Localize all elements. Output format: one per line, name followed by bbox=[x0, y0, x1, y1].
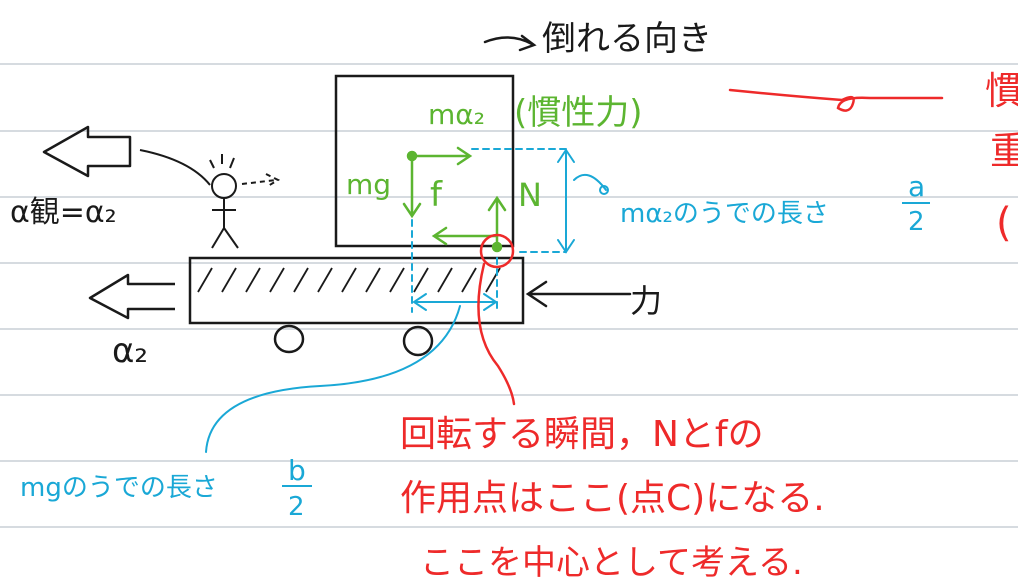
note-line-1: 回転する瞬間，Nとfの bbox=[400, 414, 764, 455]
observer-figure bbox=[209, 154, 281, 249]
cart-accel-arrow bbox=[88, 273, 175, 320]
green-forces bbox=[402, 146, 507, 253]
weight-label: mg bbox=[346, 168, 391, 201]
tipping-direction-arrow bbox=[483, 34, 537, 52]
friction-label: f bbox=[430, 175, 443, 215]
svg-text:a: a bbox=[908, 170, 925, 203]
arm-ma2-label: mα₂のうでの長さ bbox=[620, 199, 829, 229]
svg-text:2: 2 bbox=[908, 207, 925, 237]
arm-mg-label: mgのうでの長さ bbox=[20, 473, 218, 503]
tipping-direction-label: 倒れる向き bbox=[542, 19, 712, 59]
inertial-force-arrow bbox=[410, 146, 473, 166]
arm-ma2-arrow bbox=[557, 148, 575, 254]
arm-mg-leader bbox=[205, 305, 461, 453]
ruled-lines bbox=[0, 63, 1018, 528]
weight-arrow bbox=[402, 154, 422, 219]
svg-text:b: b bbox=[288, 454, 306, 487]
cut-margin-bot: ( bbox=[996, 200, 1012, 246]
observer-accel-label: α観=α₂ bbox=[10, 195, 117, 230]
observer-leader bbox=[139, 149, 211, 186]
wheel-left bbox=[273, 324, 305, 354]
arm-mg-arrow bbox=[412, 293, 498, 311]
inertial-force-note: (慣性力) bbox=[514, 93, 643, 133]
pivot-leader bbox=[477, 262, 516, 406]
note-line-3: ここを中心として考える. bbox=[420, 543, 803, 583]
arm-mg-fraction: b 2 bbox=[282, 454, 312, 522]
cyan-arms bbox=[205, 148, 609, 453]
wheel-right bbox=[402, 325, 434, 357]
friction-arrow bbox=[431, 226, 499, 246]
cart-accel-label: α₂ bbox=[112, 331, 148, 371]
inertia-leader bbox=[728, 88, 944, 112]
pivot-point-c bbox=[479, 233, 515, 269]
normal-force-arrow bbox=[487, 195, 507, 249]
push-force-arrow bbox=[525, 280, 632, 308]
cut-margin-mid: 重 bbox=[990, 129, 1018, 173]
note-line-2: 作用点はここ(点C)になる. bbox=[400, 478, 825, 519]
inertial-force-term: mα₂ bbox=[428, 98, 485, 131]
cart bbox=[188, 256, 525, 357]
block bbox=[334, 74, 515, 248]
push-force-label: 力 bbox=[630, 282, 662, 320]
observer-accel-arrow bbox=[42, 125, 132, 178]
svg-text:2: 2 bbox=[288, 492, 305, 522]
arm-ma2-fraction: a 2 bbox=[902, 170, 930, 237]
normal-label: N bbox=[518, 176, 542, 214]
cut-margin-top: 慣 bbox=[985, 69, 1018, 113]
